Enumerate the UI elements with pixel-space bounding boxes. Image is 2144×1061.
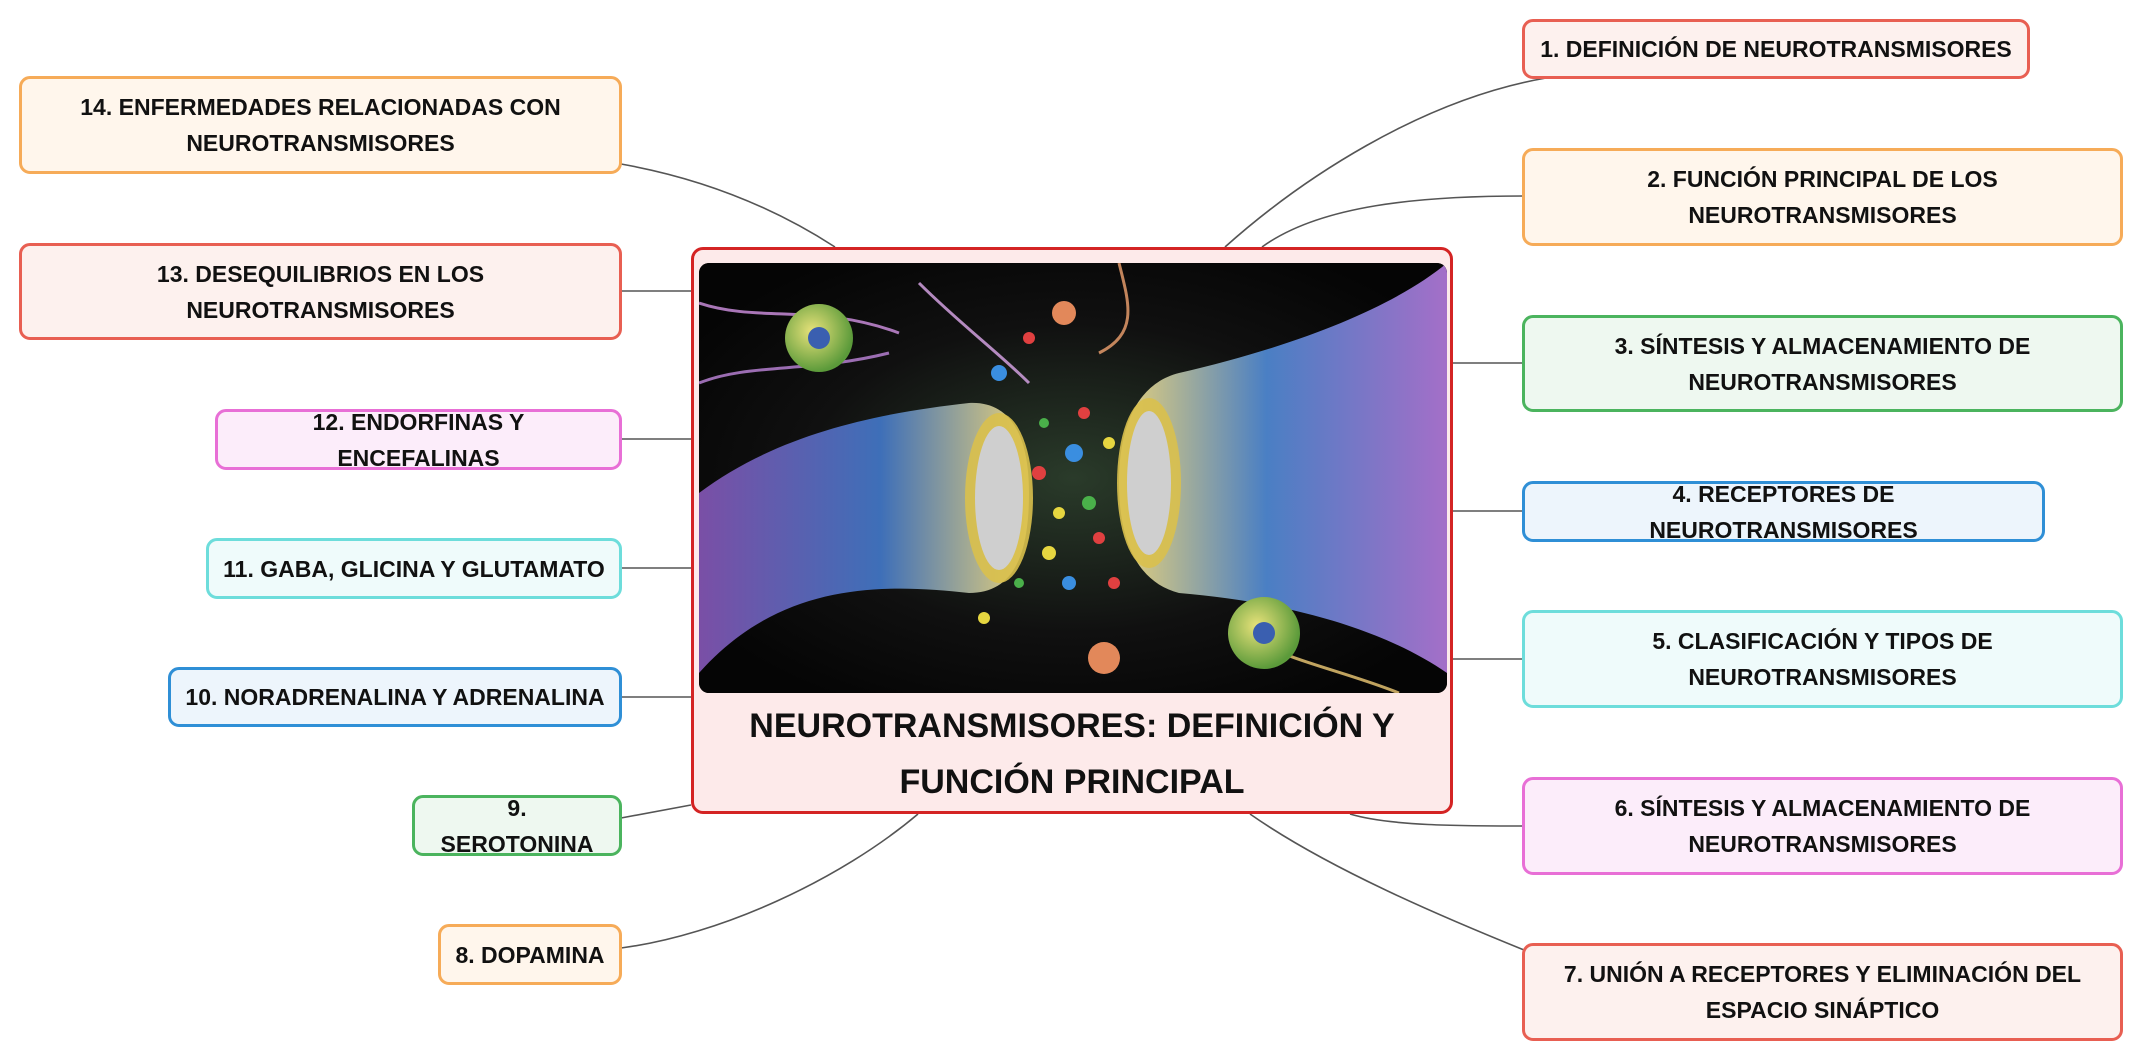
topic-10-node[interactable]: 10. NORADRENALINA Y ADRENALINA <box>168 667 622 727</box>
connector-8 <box>620 813 919 949</box>
connector-9 <box>620 804 692 819</box>
topic-13-node[interactable]: 13. DESEQUILIBRIOS EN LOS NEUROTRANSMISO… <box>19 243 622 340</box>
topic-12-node[interactable]: 12. ENDORFINAS Y ENCEFALINAS <box>215 409 622 471</box>
connector-14 <box>620 163 836 248</box>
topic-14-node[interactable]: 14. ENFERMEDADES RELACIONADAS CON NEUROT… <box>19 76 622 174</box>
synapse-illustration <box>699 263 1447 693</box>
connector-1 <box>1224 77 1547 248</box>
topic-2-node[interactable]: 2. FUNCIÓN PRINCIPAL DE LOS NEUROTRANSMI… <box>1522 148 2123 246</box>
central-topic[interactable]: NEUROTRANSMISORES: DEFINICIÓN Y FUNCIÓN … <box>691 247 1453 814</box>
connector-6 <box>1349 813 1525 827</box>
central-topic-title: NEUROTRANSMISORES: DEFINICIÓN Y FUNCIÓN … <box>749 707 1395 801</box>
topic-7-node[interactable]: 7. UNIÓN A RECEPTORES Y ELIMINACIÓN DEL … <box>1522 943 2123 1041</box>
topic-8-node[interactable]: 8. DOPAMINA <box>438 924 622 985</box>
topic-1-node[interactable]: 1. DEFINICIÓN DE NEUROTRANSMISORES <box>1522 19 2030 79</box>
topic-3-node[interactable]: 3. SÍNTESIS Y ALMACENAMIENTO DE NEUROTRA… <box>1522 315 2123 412</box>
topic-4-node[interactable]: 4. RECEPTORES DE NEUROTRANSMISORES <box>1522 481 2045 543</box>
connector-2 <box>1261 195 1525 248</box>
topic-6-node[interactable]: 6. SÍNTESIS Y ALMACENAMIENTO DE NEUROTRA… <box>1522 777 2123 875</box>
connector-7 <box>1249 813 1525 951</box>
topic-11-node[interactable]: 11. GABA, GLICINA Y GLUTAMATO <box>206 538 622 599</box>
topic-5-node[interactable]: 5. CLASIFICACIÓN Y TIPOS DE NEUROTRANSMI… <box>1522 610 2123 708</box>
topic-9-node[interactable]: 9. SEROTONINA <box>412 795 622 857</box>
